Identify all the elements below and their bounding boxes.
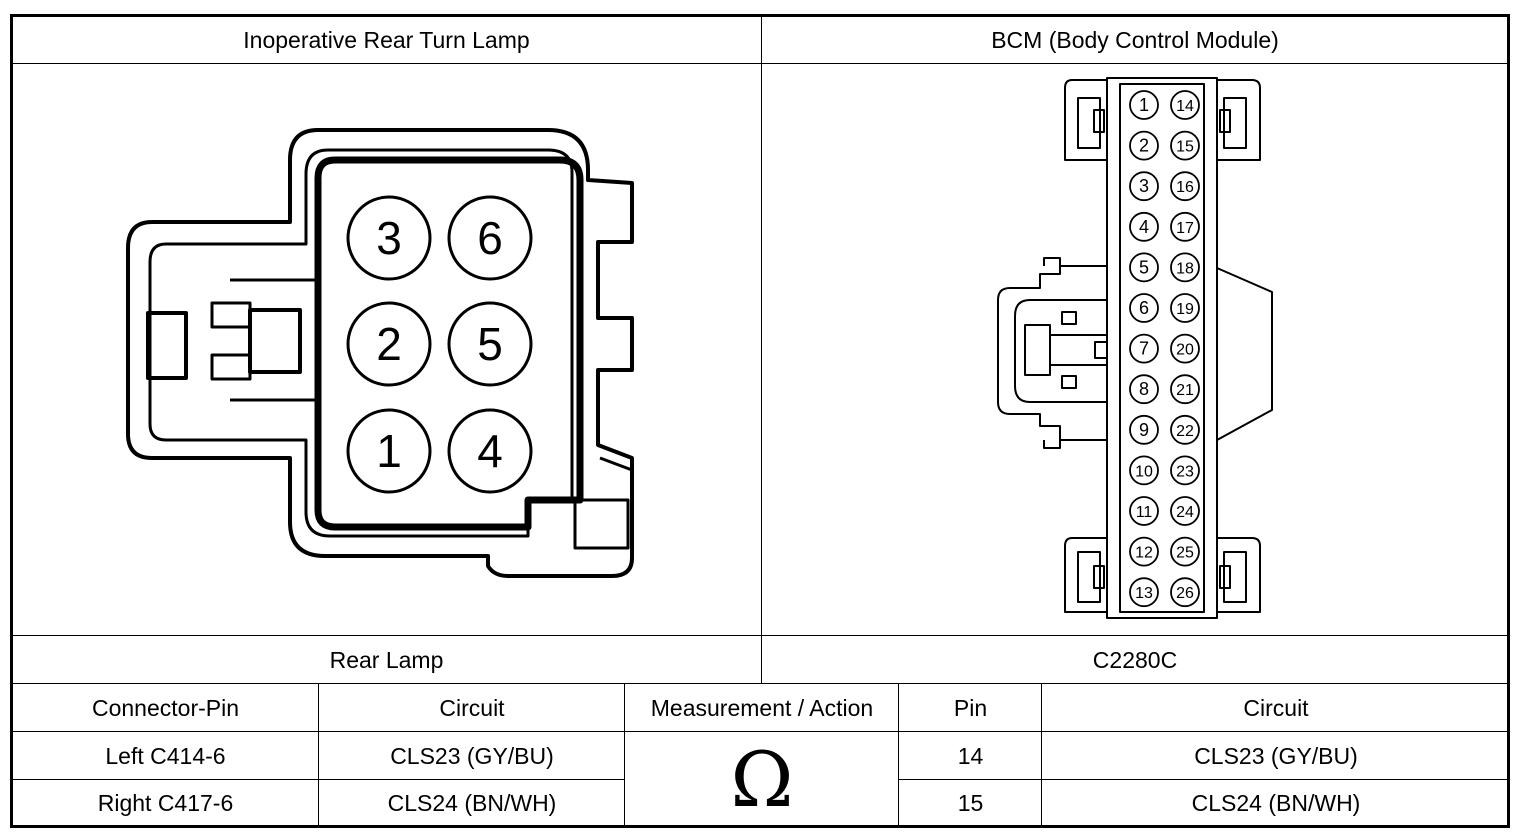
bcm-pin-label: 10 — [1135, 463, 1153, 480]
bcm-pin-label: 1 — [1139, 95, 1149, 115]
bcm-pin-label: 18 — [1176, 260, 1194, 277]
bcm-pin-14 — [1170, 90, 1200, 120]
cell-pin: 15 — [957, 790, 984, 816]
diagram-frame — [10, 14, 1510, 828]
rear-lamp-pin-5 — [447, 301, 533, 387]
right-panel-title: BCM (Body Control Module) — [991, 26, 1279, 53]
col-divider-1 — [318, 684, 319, 826]
rear-lamp-pin-label: 6 — [477, 212, 503, 264]
bcm-pin-label: 21 — [1176, 382, 1194, 399]
bcm-pin-label: 9 — [1139, 420, 1149, 440]
bcm-pin-15 — [1170, 130, 1200, 161]
col-divider-2 — [624, 684, 625, 826]
bcm-pin-label: 17 — [1176, 220, 1194, 237]
left-panel-title: Inoperative Rear Turn Lamp — [243, 26, 530, 53]
bcm-pin-13 — [1129, 577, 1159, 608]
bcm-pin-1 — [1129, 90, 1159, 120]
bcm-pin-25 — [1170, 536, 1200, 567]
bcm-pin-label: 16 — [1176, 179, 1194, 196]
bcm-pin-19 — [1170, 293, 1200, 323]
cell-circuit-left: CLS24 (BN/WH) — [387, 790, 557, 816]
divider-table-header — [12, 731, 1509, 732]
cell-connector-pin: Left C414-6 — [105, 742, 226, 769]
bcm-pin-label: 11 — [1136, 504, 1153, 521]
bcm-pin-label: 15 — [1176, 139, 1194, 156]
bcm-pin-11 — [1129, 496, 1159, 526]
bcm-pin-label: 7 — [1139, 339, 1149, 359]
divider-labels — [12, 683, 1509, 684]
bcm-pin-label: 13 — [1135, 585, 1153, 602]
bcm-pin-label: 2 — [1139, 136, 1149, 156]
bcm-pin-9 — [1129, 414, 1159, 445]
bcm-pin-label: 8 — [1139, 379, 1149, 399]
left-connector-label: Rear Lamp — [329, 646, 444, 673]
rear-lamp-pin-label: 3 — [376, 212, 402, 264]
rear-lamp-pin-3 — [346, 195, 432, 281]
th-circuit-right: Circuit — [1243, 694, 1309, 721]
th-measurement-action: Measurement / Action — [650, 694, 874, 721]
bcm-pin-23 — [1170, 455, 1200, 486]
th-circuit-left: Circuit — [439, 694, 505, 721]
bcm-pin-label: 12 — [1135, 545, 1153, 562]
rear-lamp-connector-drawing: 3 6 2 5 1 4 — [126, 128, 634, 578]
bcm-pin-label: 25 — [1176, 545, 1194, 562]
rear-lamp-pin-label: 1 — [376, 425, 402, 477]
rear-lamp-pin-6 — [447, 195, 533, 281]
cell-circuit-left: CLS23 (GY/BU) — [390, 742, 554, 769]
rear-lamp-pin-4 — [447, 408, 533, 494]
bcm-pin-21 — [1170, 374, 1200, 405]
bcm-pin-6 — [1129, 293, 1159, 323]
bcm-connector-drawing: 1234567891011121314151617181920212223242… — [997, 77, 1273, 619]
cell-connector-pin: Right C417-6 — [97, 790, 234, 816]
divider-header — [12, 63, 1509, 64]
bcm-pin-7 — [1129, 333, 1159, 364]
rear-lamp-pin-label: 5 — [477, 318, 503, 370]
bcm-pin-3 — [1129, 171, 1159, 202]
bcm-pin-label: 5 — [1139, 257, 1149, 277]
bcm-pin-10 — [1129, 455, 1159, 486]
th-pin: Pin — [953, 694, 988, 721]
rear-lamp-pin-1 — [346, 408, 432, 494]
rear-lamp-pin-2 — [346, 301, 432, 387]
bcm-pin-12 — [1129, 536, 1159, 567]
bcm-pin-label: 22 — [1176, 423, 1194, 440]
rear-lamp-pin-label: 2 — [376, 318, 402, 370]
bcm-pin-17 — [1170, 211, 1200, 242]
bcm-pin-label: 23 — [1176, 463, 1194, 480]
divider-center — [761, 16, 762, 684]
bcm-pin-label: 20 — [1176, 342, 1194, 359]
bcm-pin-label: 4 — [1139, 217, 1149, 237]
bcm-pin-2 — [1129, 130, 1159, 161]
bcm-pin-16 — [1170, 171, 1200, 202]
right-connector-label: C2280C — [1092, 646, 1178, 673]
bcm-pin-22 — [1170, 414, 1200, 445]
rear-lamp-pin-label: 4 — [477, 425, 503, 477]
col-divider-4 — [1041, 684, 1042, 826]
bcm-pin-24 — [1170, 496, 1200, 526]
bcm-pin-label: 24 — [1176, 504, 1194, 521]
bcm-pin-5 — [1129, 252, 1159, 283]
ohm-symbol: Ω — [730, 734, 794, 824]
bcm-pin-label: 6 — [1139, 298, 1149, 318]
bcm-pin-label: 14 — [1176, 98, 1194, 115]
bcm-pin-label: 19 — [1176, 301, 1194, 318]
bcm-pin-4 — [1129, 211, 1159, 242]
bcm-pin-8 — [1129, 374, 1159, 405]
cell-pin: 14 — [957, 742, 984, 769]
bcm-pin-label: 3 — [1139, 176, 1149, 196]
divider-row1-right — [898, 779, 1509, 780]
bcm-pin-label: 26 — [1176, 585, 1194, 602]
bcm-pin-20 — [1170, 333, 1200, 364]
divider-figures — [12, 635, 1509, 636]
th-connector-pin: Connector-Pin — [91, 694, 240, 721]
bcm-pin-26 — [1170, 577, 1200, 608]
col-divider-3 — [898, 684, 899, 826]
bcm-pin-18 — [1170, 252, 1200, 283]
cell-circuit-right: CLS24 (BN/WH) — [1191, 790, 1361, 816]
cell-circuit-right: CLS23 (GY/BU) — [1194, 742, 1358, 769]
